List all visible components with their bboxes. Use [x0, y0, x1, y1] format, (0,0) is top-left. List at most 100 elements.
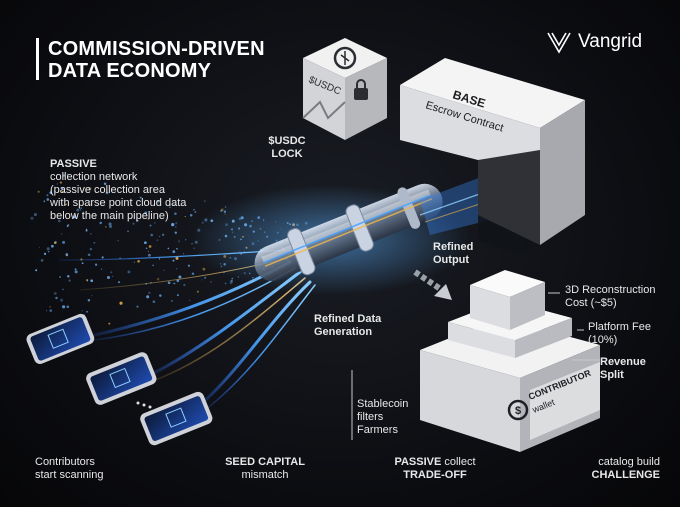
particle-dot [156, 239, 159, 241]
particle-dot [187, 264, 190, 267]
platform-fee-line-1: Platform Fee [588, 321, 651, 333]
catalog-line-1: catalog build [598, 456, 660, 468]
particle-dot [132, 222, 135, 225]
particle-dot [91, 294, 93, 297]
particle-dot [173, 282, 176, 285]
particle-dot [175, 222, 178, 225]
brand-name: Vangrid [578, 31, 643, 52]
particle-dot [46, 198, 50, 201]
seed-capital-line-2: mismatch [241, 469, 289, 481]
particle-dot [81, 310, 83, 312]
passive-heading: PASSIVE [50, 158, 97, 170]
particle-dot [74, 268, 77, 271]
usdc-lock-line-1: $USDC [268, 135, 306, 147]
particle-dot [178, 275, 182, 279]
particle-dot [53, 241, 57, 245]
refined-generation-label: Refined Data Generation [314, 313, 381, 339]
main-pipeline [254, 183, 443, 282]
stablecoin-line-1: Stablecoin [357, 398, 409, 410]
particle-dot [176, 248, 178, 250]
particle-dot [224, 282, 227, 285]
svg-text:$: $ [515, 405, 521, 417]
particle-dot [176, 294, 179, 297]
particle-dot [86, 280, 88, 282]
particle-dot [55, 296, 58, 300]
particle-dot [62, 288, 64, 290]
particle-dot [117, 281, 121, 284]
particle-dot [76, 208, 80, 212]
particle-dot [62, 174, 66, 177]
particle-dot [85, 229, 88, 232]
phone-2 [86, 352, 157, 405]
particle-dot [169, 206, 171, 209]
particle-dot [144, 211, 148, 215]
particle-dot [196, 290, 199, 293]
particle-dot [163, 269, 165, 271]
particle-dot [43, 199, 45, 202]
particle-dot [156, 200, 159, 203]
refined-output-arrow [413, 269, 452, 300]
refined-generation-line-1: Refined Data [314, 313, 382, 325]
particle-dot [37, 190, 40, 193]
particle-dot [144, 241, 147, 245]
particle-dot [182, 253, 185, 255]
particle-dot [59, 181, 63, 184]
refined-output-label: Refined Output [433, 241, 473, 267]
particle-dot [80, 207, 83, 209]
particle-dot [159, 294, 162, 297]
contributors-caption: Contributors start scanning [35, 456, 103, 482]
particle-dot [94, 215, 96, 217]
revenue-split-label: Revenue Split [600, 356, 646, 382]
particle-dot [154, 222, 156, 224]
particle-dot [108, 322, 111, 325]
particle-dot [185, 239, 187, 241]
particle-dot [189, 214, 193, 217]
particle-dot [146, 295, 150, 299]
particle-dot [103, 182, 107, 185]
particle-dot [111, 275, 114, 278]
particle-dot [148, 245, 152, 248]
passive-tradeoff-line-1a: PASSIVE [394, 456, 442, 468]
stablecoin-filters-label: Stablecoin filters Farmers [357, 398, 408, 437]
phone-3 [140, 391, 213, 446]
particle-dot [178, 240, 180, 243]
particle-dot [150, 233, 153, 237]
particle-dot [87, 299, 91, 302]
particle-dot [176, 268, 178, 270]
particle-dot [152, 300, 156, 304]
particle-dot [49, 309, 53, 312]
particle-dot [167, 247, 170, 250]
particle-dot [167, 281, 171, 285]
particle-dot [171, 223, 175, 227]
particle-dot [49, 306, 51, 308]
particle-dot [89, 200, 91, 202]
particle-dot [137, 259, 140, 263]
particle-dot [172, 250, 176, 254]
revenue-split-line-1: Revenue [600, 356, 646, 368]
passive-tradeoff-line-1b: collect [444, 456, 476, 468]
particle-dot [66, 305, 70, 309]
platform-fee-line-2: (10%) [588, 334, 618, 346]
revenue-pyramid: $ [420, 270, 600, 452]
passive-line-2: (passive collection area [50, 184, 165, 196]
particle-dot [136, 220, 139, 222]
passive-network-label: PASSIVE collection network (passive coll… [50, 158, 220, 223]
particle-dot [175, 256, 179, 260]
particle-dot [157, 200, 161, 203]
particle-dot [99, 221, 102, 225]
passive-line-3: with sparse point cloud data [50, 197, 187, 209]
particle-dot [62, 240, 66, 244]
refined-output-line-2: Output [433, 254, 470, 266]
particle-dot [173, 203, 176, 207]
particle-dot [89, 203, 91, 205]
particle-dot [60, 298, 64, 302]
particle-dot [175, 226, 177, 228]
catalog-line-2: CHALLENGE [591, 469, 660, 481]
reconstruction-cost-line-2: Cost (~$5) [565, 297, 617, 309]
particle-dot [67, 275, 70, 278]
particle-dot [50, 190, 53, 192]
revenue-split-line-2: Split [600, 369, 624, 381]
refined-output-line-1: Refined [433, 241, 474, 253]
particle-dot [73, 215, 77, 219]
particle-dot [156, 277, 160, 281]
